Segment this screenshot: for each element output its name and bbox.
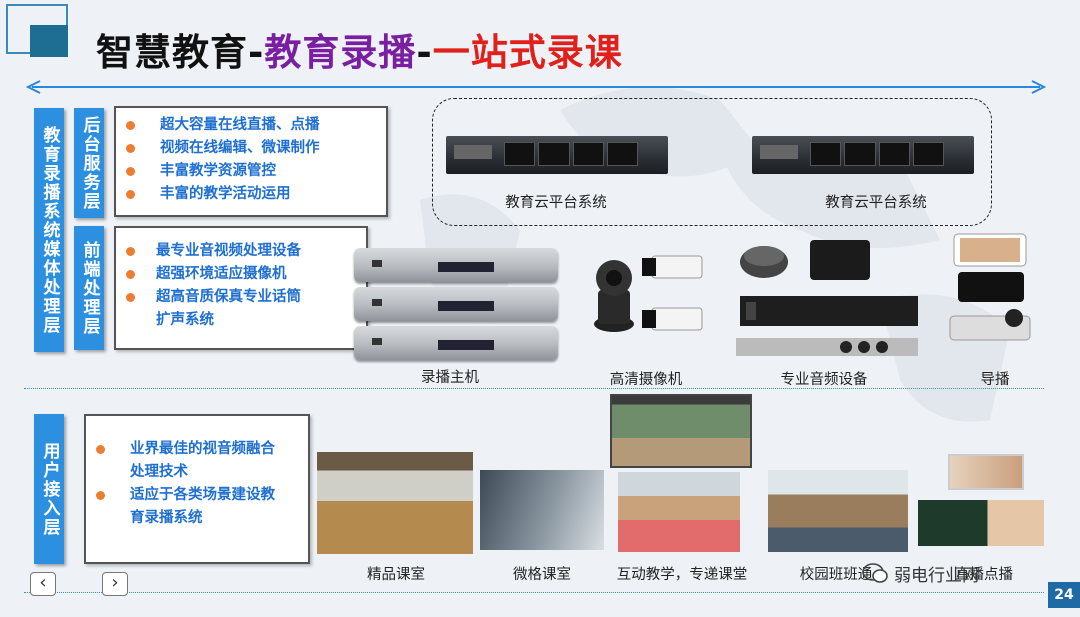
watermark-text: 弱电行业网 — [894, 565, 979, 586]
interactive-classroom-photo — [618, 472, 740, 552]
scene-caption: 互动教学，专递课堂 — [616, 567, 748, 583]
page-number: 24 — [1048, 582, 1080, 608]
list-item: 视频在线编辑、微课制作 — [116, 137, 386, 160]
live-phone-photo — [948, 454, 1024, 490]
classroom-photo — [317, 452, 473, 554]
label-backend-layer: 后台服务层 — [74, 108, 104, 218]
campus-class-photo — [768, 470, 908, 552]
arrow-left-icon — [25, 80, 41, 94]
list-item: 超强环境适应摄像机 — [116, 263, 366, 286]
list-item: 最专业音视频处理设备 — [116, 240, 366, 263]
list-item: 适应于各类场景建设教 — [86, 484, 308, 507]
server-caption: 教育云平台系统 — [825, 195, 927, 211]
header-divider-arrow — [32, 86, 1040, 88]
scene-caption: 精品课室 — [367, 567, 425, 583]
scene-caption: 直播点播 — [955, 567, 1013, 583]
scene-caption: 校园班班通 — [799, 567, 873, 583]
server-image — [446, 136, 668, 174]
live-broadcast-photo — [918, 500, 1044, 546]
frontend-features-list: 最专业音视频处理设备 超强环境适应摄像机 超高音质保真专业话筒 扩声系统 — [116, 240, 366, 332]
recorder-image — [354, 248, 558, 282]
list-item-continuation: 育录播系统 — [130, 510, 203, 526]
list-item-continuation: 处理技术 — [130, 464, 188, 480]
interactive-screen-photo — [610, 394, 752, 468]
list-item: 丰富的教学活动运用 — [116, 183, 386, 206]
backend-features-box: 超大容量在线直播、点播 视频在线编辑、微课制作 丰富教学资源管控 丰富的教学活动… — [114, 106, 388, 217]
label-user-layer: 用户接入层 — [34, 414, 64, 564]
equipment-caption: 导播 — [980, 372, 1010, 388]
list-item: 超大容量在线直播、点播 — [116, 114, 386, 137]
next-slide-button[interactable]: › — [102, 572, 128, 596]
list-item-continuation: 扩声系统 — [156, 312, 214, 328]
audio-equipment-images — [736, 240, 918, 356]
wechat-icon — [862, 563, 888, 583]
equipment-caption: 高清摄像机 — [609, 372, 683, 388]
scene-caption: 微格课室 — [513, 567, 571, 583]
footer-divider — [24, 592, 1044, 593]
title-decoration-square — [30, 25, 68, 57]
list-item: 业界最佳的视音频融合 — [86, 438, 308, 461]
label-frontend-layer: 前端处理层 — [74, 226, 104, 350]
user-features-box: 业界最佳的视音频融合 处理技术 适应于各类场景建设教 育录播系统 — [84, 414, 310, 564]
backend-features-list: 超大容量在线直播、点播 视频在线编辑、微课制作 丰富教学资源管控 丰富的教学活动… — [116, 114, 386, 206]
server-image — [752, 136, 974, 174]
arrow-right-icon — [1031, 80, 1047, 94]
equipment-caption: 录播主机 — [421, 370, 479, 386]
camera-images — [594, 255, 703, 332]
label-system-layer: 教育录播系统媒体处理层 — [34, 108, 64, 352]
list-item: 超高音质保真专业话筒 — [116, 286, 366, 309]
list-item: 丰富教学资源管控 — [116, 160, 386, 183]
director-devices-images — [949, 233, 1031, 341]
cloud-platform-group — [432, 98, 992, 226]
frontend-features-box: 最专业音视频处理设备 超强环境适应摄像机 超高音质保真专业话筒 扩声系统 — [114, 226, 368, 350]
page-title: 智慧教育-教育录播-一站式录课 — [96, 31, 623, 74]
recorder-image — [354, 287, 558, 321]
recorder-image — [354, 326, 558, 360]
user-features-list: 业界最佳的视音频融合 处理技术 适应于各类场景建设教 育录播系统 — [86, 438, 308, 530]
section-divider — [24, 388, 1044, 389]
microteaching-photo — [480, 470, 604, 550]
prev-slide-button[interactable]: ‹ — [30, 572, 56, 596]
server-caption: 教育云平台系统 — [505, 195, 607, 211]
equipment-caption: 专业音频设备 — [780, 372, 868, 388]
watermark: 弱电行业网 — [862, 558, 1012, 588]
